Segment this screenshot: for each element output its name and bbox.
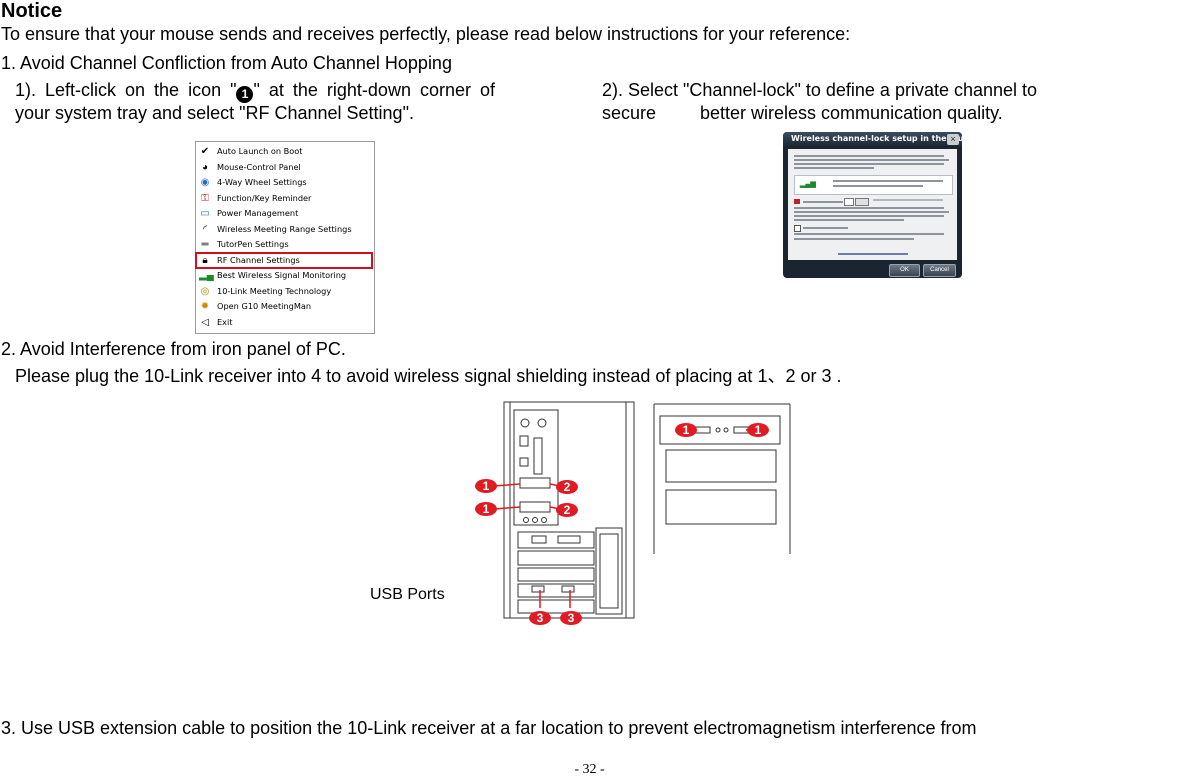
channel-lock-dialog: Wireless channel-lock setup in the multi… [783, 132, 1020, 278]
expansion-slot-5 [517, 599, 595, 614]
tray-number-icon: 1 [236, 86, 254, 103]
expansion-slot-2 [517, 550, 595, 566]
marker-1-front-right: 1 [747, 423, 769, 437]
section3-text: 3. Use USB extension cable to position t… [1, 718, 977, 738]
menu-item-tutorpen[interactable]: ═TutorPen Settings [196, 237, 372, 253]
svg-text:1: 1 [483, 502, 490, 516]
step2-line1: 2). Select "Channel-lock" to define a pr… [602, 80, 1038, 100]
expansion-slot-4 [517, 583, 595, 598]
menu-item-meetingman[interactable]: ✹Open G10 MeetingMan [200, 301, 312, 312]
dialog-body: ▂▄▆ [788, 149, 957, 260]
signal-arc-icon: ◜ [203, 223, 207, 235]
usb-upper [519, 477, 551, 489]
marker-3-right: 3 [560, 611, 582, 625]
pc-tower-diagram: 1 1 2 2 1 1 3 3 [475, 401, 791, 625]
menu-item-10-link[interactable]: ◎10-Link Meeting Technology [200, 285, 332, 297]
lock-icon: 🔒︎ [202, 254, 208, 266]
usb-lower [519, 501, 551, 513]
intro-text: To ensure that your mouse sends and rece… [1, 24, 851, 44]
page-number: - 32 - [574, 762, 605, 777]
menu-item-rf-channel[interactable]: 🔒︎RF Channel Settings [195, 251, 373, 269]
marker-2-bottom: 2 [556, 503, 578, 517]
expansion-slot-3 [517, 567, 595, 582]
auto-hopping-checkbox[interactable] [794, 225, 801, 232]
svg-text:3: 3 [537, 611, 544, 625]
flag-icon [794, 199, 800, 204]
marker-3-left: 3 [529, 611, 551, 625]
section1-title: 1. Avoid Channel Confliction from Auto C… [1, 53, 452, 73]
menu-item-power[interactable]: ▭Power Management [200, 208, 299, 219]
cancel-button[interactable]: Cancel [923, 264, 956, 277]
marker-1-front-left: 1 [675, 423, 697, 437]
menu-item-mouse-control[interactable]: ◕Mouse-Control Panel [196, 160, 372, 176]
sun-icon: ✹ [200, 301, 210, 312]
step1-line1: 1). Left-click on the icon "1" at the ri… [15, 80, 495, 103]
svg-text:2: 2 [564, 480, 571, 494]
dialog-title: Wireless channel-lock setup in the multi… [791, 134, 1020, 143]
signal-bars-icon: ▂▄ [199, 270, 214, 281]
tray-context-menu: ✔Auto Launch on Boot ◕Mouse-Control Pane… [195, 141, 375, 334]
marker-1-left-bottom: 1 [475, 502, 497, 516]
menu-item-wheel-settings[interactable]: ◉4-Way Wheel Settings [200, 177, 307, 188]
set-button[interactable] [855, 198, 869, 206]
pen-icon: ═ [201, 239, 209, 250]
close-icon[interactable]: × [947, 134, 959, 145]
signal-quality-panel: ▂▄▆ [794, 175, 953, 195]
check-icon: ✔ [200, 146, 210, 157]
svg-text:2: 2 [564, 503, 571, 517]
svg-text:3: 3 [568, 611, 575, 625]
signal-bars-icon: ▂▄▆ [800, 181, 816, 188]
ok-button[interactable]: OK [889, 264, 920, 277]
step2-line2a: secure [602, 103, 657, 123]
exit-icon: ◁ [201, 316, 209, 328]
mouse-icon: ◕ [201, 161, 209, 173]
channel-input[interactable] [844, 198, 854, 206]
battery-icon: ▭ [200, 208, 210, 219]
menu-item-meeting-range[interactable]: ◜Wireless Meeting Range Settings [196, 222, 372, 238]
step2-line2b: better wireless communication quality. [700, 103, 1003, 123]
expansion-slot-1 [517, 531, 595, 549]
wheel-icon: ◉ [200, 177, 210, 188]
drive-bay-1 [665, 449, 777, 483]
section2-instruction: Please plug the 10-Link receiver into 4 … [15, 366, 842, 386]
menu-item-function-key[interactable]: ⚿Function/Key Reminder [196, 191, 372, 207]
drive-bay-2 [665, 489, 777, 525]
marker-2-top: 2 [556, 480, 578, 494]
marker-1-left-top: 1 [475, 479, 497, 493]
dialog-titlebar [783, 132, 962, 148]
key-icon: ⚿ [201, 192, 209, 204]
section2-title: 2. Avoid Interference from iron panel of… [1, 339, 346, 359]
svg-text:1: 1 [755, 423, 762, 437]
svg-text:1: 1 [483, 479, 490, 493]
page-heading: Notice [1, 0, 63, 22]
menu-item-exit[interactable]: ◁Exit [196, 315, 372, 331]
menu-item-signal-monitoring[interactable]: ▂▄Best Wireless Signal Monitoring [199, 270, 347, 281]
svg-text:1: 1 [683, 423, 690, 437]
step1-line2: your system tray and select "RF Channel … [15, 103, 414, 123]
link-icon: ◎ [200, 285, 210, 297]
front-usb-panel [659, 415, 781, 445]
psu-area [595, 527, 623, 615]
io-shield [513, 409, 559, 526]
menu-item-auto-launch[interactable]: ✔Auto Launch on Boot [200, 146, 303, 157]
usb-ports-label: USB Ports [370, 586, 445, 603]
